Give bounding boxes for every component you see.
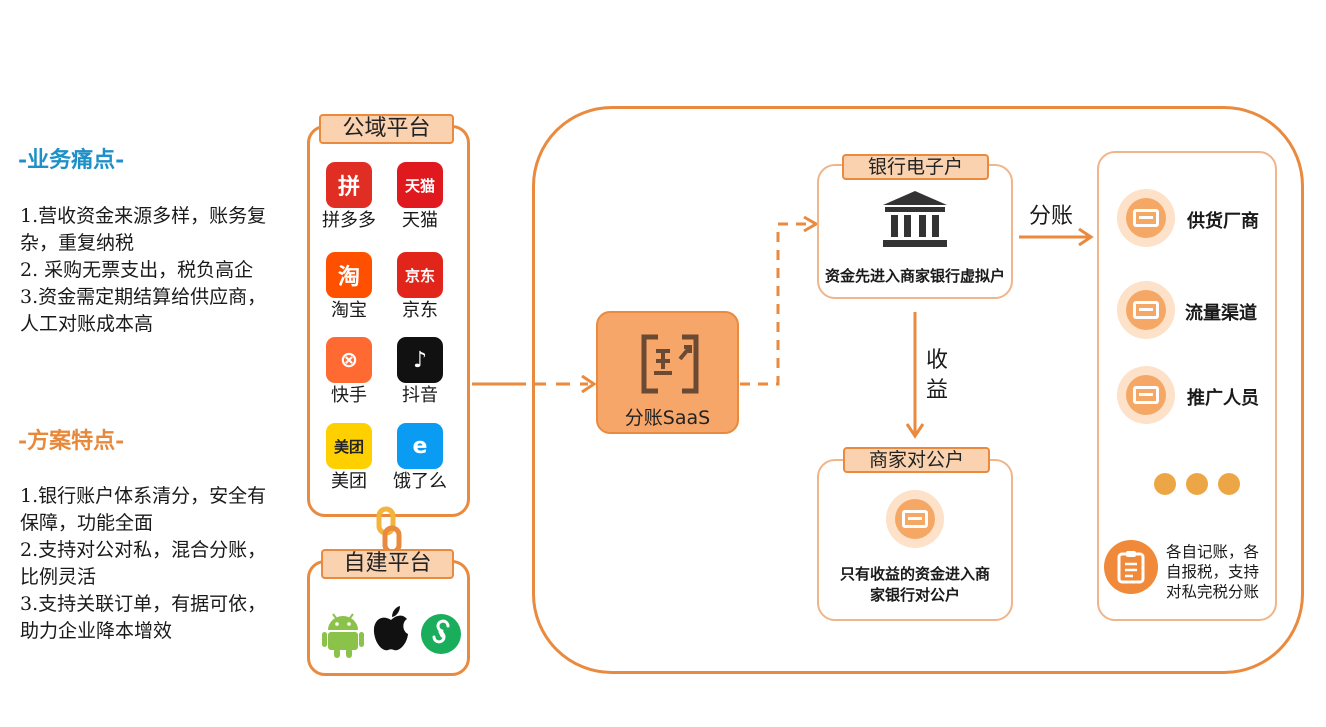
split-saas-box: 分账SaaS bbox=[596, 311, 739, 434]
bank-account-caption: 资金先进入商家银行虚拟户 bbox=[824, 267, 1005, 285]
app-meituan: 美团美团 bbox=[316, 423, 382, 493]
supplier-card-icon bbox=[1117, 189, 1175, 247]
platform-to-saas-arrow bbox=[472, 374, 597, 394]
promoter-card-icon bbox=[1117, 366, 1175, 424]
mini-program-icon bbox=[421, 614, 461, 654]
meituan-icon: 美团 bbox=[326, 423, 372, 469]
self-platform-title: 自建平台 bbox=[321, 549, 454, 579]
app-label: 天猫 bbox=[402, 210, 438, 231]
taobao-icon: 淘 bbox=[326, 252, 372, 298]
role-supplier: 供货厂商 bbox=[1187, 211, 1259, 232]
douyin-icon: ♪ bbox=[397, 337, 443, 383]
solution-point-2: 2.支持对公对私，混合分账，比例灵活 bbox=[20, 539, 267, 588]
saas-to-bank-arrow bbox=[740, 215, 819, 386]
app-douyin: ♪抖音 bbox=[387, 337, 453, 407]
tmall-icon: 天猫 bbox=[397, 162, 443, 208]
app-label: 美团 bbox=[331, 471, 367, 492]
app-label: 京东 bbox=[402, 300, 438, 321]
jd-icon: 京东 bbox=[397, 252, 443, 298]
public-platform-title: 公域平台 bbox=[319, 114, 454, 144]
role-promoter: 推广人员 bbox=[1187, 388, 1259, 409]
settlement-flow-container bbox=[532, 106, 1304, 674]
bank-account-box bbox=[817, 164, 1013, 299]
corporate-account-title: 商家对公户 bbox=[843, 447, 990, 473]
channel-card-icon bbox=[1117, 281, 1175, 339]
app-label: 抖音 bbox=[402, 385, 438, 406]
more-dot-3 bbox=[1218, 473, 1240, 495]
kuaishou-icon: ⊗ bbox=[326, 337, 372, 383]
roles-note: 各自记账，各自报税，支持对私完税分账 bbox=[1166, 543, 1260, 601]
pinduoduo-icon: 拼 bbox=[326, 162, 372, 208]
corporate-card-icon bbox=[886, 490, 944, 548]
split-saas-icon bbox=[641, 334, 699, 394]
pain-point-3: 3.资金需定期结算给供应商，人工对账成本高 bbox=[20, 286, 267, 335]
app-kuaishou: ⊗快手 bbox=[316, 337, 382, 407]
app-label: 快手 bbox=[331, 385, 367, 406]
eleme-icon: e bbox=[397, 423, 443, 469]
more-dot-1 bbox=[1154, 473, 1176, 495]
app-taobao: 淘淘宝 bbox=[316, 252, 382, 322]
app-jd: 京东京东 bbox=[387, 252, 453, 322]
more-dot-2 bbox=[1186, 473, 1208, 495]
bank-to-corporate-arrow bbox=[905, 312, 925, 439]
app-tmall: 天猫天猫 bbox=[387, 162, 453, 232]
bank-icon bbox=[883, 191, 947, 247]
bank-to-roles-arrow bbox=[1019, 227, 1094, 247]
corporate-account-caption: 只有收益的资金进入商家银行对公户 bbox=[840, 565, 991, 604]
app-label: 淘宝 bbox=[331, 300, 367, 321]
apple-icon bbox=[373, 606, 408, 651]
pain-point-2: 2. 采购无票支出，税负高企 bbox=[20, 259, 254, 281]
android-icon bbox=[322, 613, 364, 658]
ledger-icon bbox=[1104, 540, 1158, 594]
split-label: 分账 bbox=[1029, 204, 1074, 229]
role-channel: 流量渠道 bbox=[1185, 303, 1257, 324]
pain-point-1: 1.营收资金来源多样，账务复杂，重复纳税 bbox=[20, 205, 267, 254]
pain-points-list: 1.营收资金来源多样，账务复杂，重复纳税 2. 采购无票支出，税负高企 3.资金… bbox=[20, 203, 270, 338]
pain-points-title: -业务痛点- bbox=[18, 147, 125, 173]
solution-point-3: 3.支持关联订单，有据可依，助力企业降本增效 bbox=[20, 593, 267, 642]
income-label: 收 益 bbox=[925, 348, 948, 403]
solution-title: -方案特点- bbox=[18, 428, 125, 454]
app-label: 拼多多 bbox=[322, 210, 376, 231]
app-label: 饿了么 bbox=[393, 471, 447, 492]
split-saas-label: 分账SaaS bbox=[624, 407, 711, 429]
solution-list: 1.银行账户体系清分，安全有保障，功能全面 2.支持对公对私，混合分账，比例灵活… bbox=[20, 483, 270, 645]
solution-point-1: 1.银行账户体系清分，安全有保障，功能全面 bbox=[20, 485, 267, 534]
app-pinduoduo: 拼拼多多 bbox=[316, 162, 382, 232]
bank-account-title: 银行电子户 bbox=[842, 154, 989, 180]
